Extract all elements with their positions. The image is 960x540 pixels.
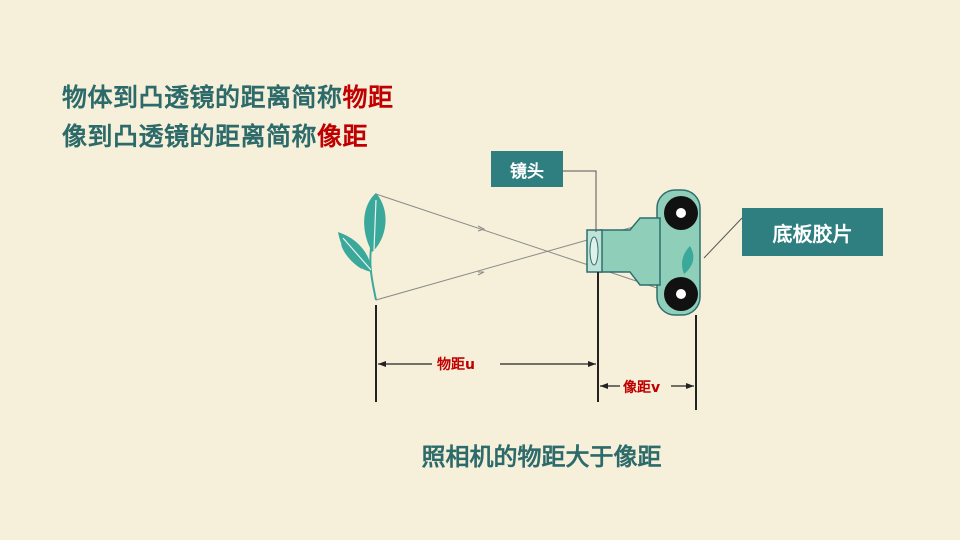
object-distance-definition: 物体到凸透镜的距离简称物距 [62,78,394,114]
image-distance-label: 像距v [623,380,661,396]
image-distance-definition: 像到凸透镜的距离简称像距 [62,117,368,153]
film-reel-bottom-icon [664,277,698,311]
image-distance-definition-text: 像到凸透镜的距离简称 [62,122,318,151]
inverted-image-icon [682,246,694,274]
object-distance-arrow [378,361,596,367]
object-distance-term: 物距 [342,83,394,112]
film-label: 底板胶片 [742,208,883,256]
reference-lines [375,272,697,410]
object-distance-definition-text: 物体到凸透镜的距离简称 [62,83,343,112]
image-distance-arrow [600,383,694,389]
plant-object-icon [338,193,386,301]
image-distance-term: 像距 [317,122,369,151]
camera-body [586,189,701,316]
conclusion-text: 照相机的物距大于像距 [421,443,662,471]
callout-lines [563,170,743,259]
film-reel-top-icon [664,196,698,230]
lens-label: 镜头 [491,151,563,187]
object-distance-label: 物距u [437,357,475,373]
